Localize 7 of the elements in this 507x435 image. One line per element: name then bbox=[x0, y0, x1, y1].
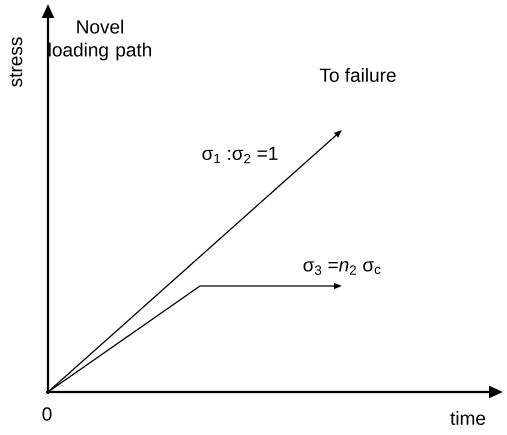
axis-label: time bbox=[450, 411, 486, 425]
origin-label: 0 bbox=[42, 407, 52, 421]
axis-label: stress bbox=[10, 37, 22, 87]
title: Novel loading path bbox=[49, 20, 152, 60]
stress-label: σ$_{3}$ =n$_{2}$ σ$_{c}$ bbox=[304, 261, 380, 275]
ratio-label: σ$_{1}$ :σ$_{2}$ =1 bbox=[202, 146, 278, 164]
annotation: To failure bbox=[320, 68, 396, 82]
